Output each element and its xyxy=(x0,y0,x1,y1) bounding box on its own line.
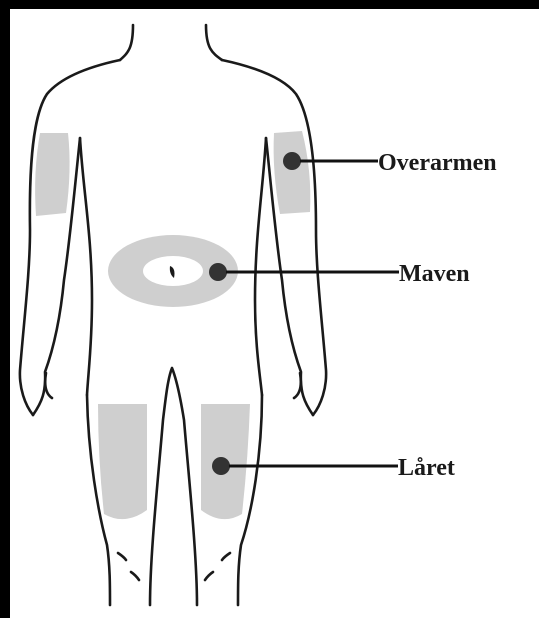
frame-top-border xyxy=(0,0,539,9)
zone-right-upper-arm xyxy=(274,131,311,214)
abdomen-label: Maven xyxy=(399,261,470,287)
frame-left-border xyxy=(0,0,10,618)
abdomen-marker-dot xyxy=(209,263,227,281)
thigh-label: Låret xyxy=(398,455,455,481)
callout-thigh: Låret xyxy=(212,455,455,481)
thigh-marker-dot xyxy=(212,457,230,475)
upper-arm-marker-dot xyxy=(283,152,301,170)
upper-arm-label: Overarmen xyxy=(378,150,497,176)
injection-zones xyxy=(35,131,310,519)
zone-left-upper-arm xyxy=(35,133,70,216)
zone-left-thigh xyxy=(98,404,147,519)
callout-abdomen: Maven xyxy=(209,261,470,287)
body-outline xyxy=(20,25,326,605)
